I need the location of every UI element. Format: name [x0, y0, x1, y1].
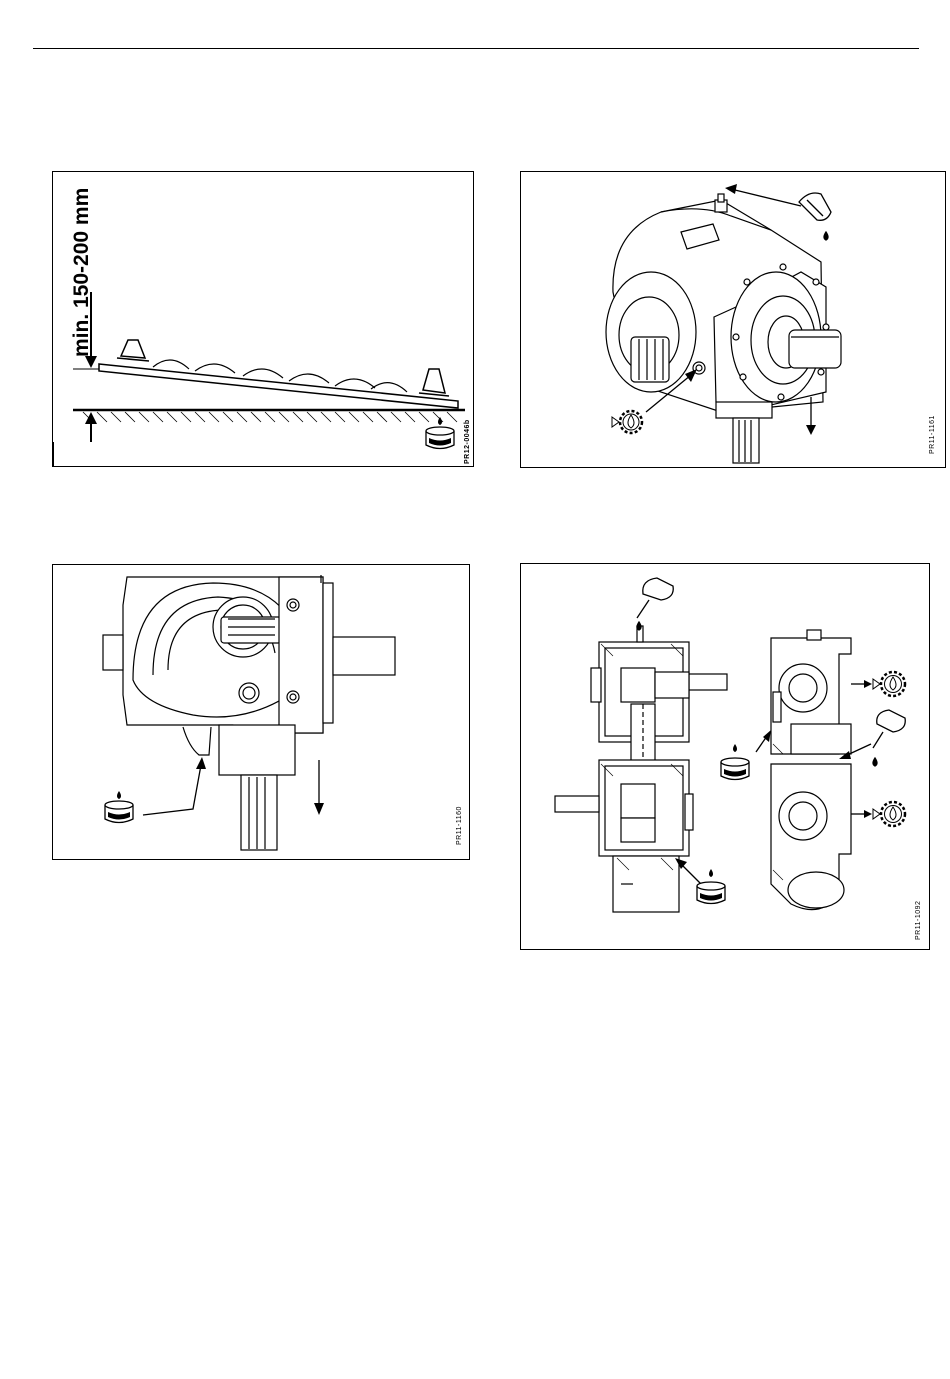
oil-level-gauge-icon	[873, 672, 905, 696]
oil-level-gauge-icon	[612, 411, 642, 433]
oil-drain-pan-icon	[697, 869, 725, 904]
figure-double-gearbox: PR11-1092	[520, 563, 930, 950]
figure-mower-height: min. 150-200 mm PR12-0046b	[52, 171, 474, 467]
header-rule	[33, 48, 919, 49]
gearbox-section-drawing	[521, 564, 930, 950]
oil-drain-pan-icon	[105, 791, 133, 823]
gearbox-front-drawing	[53, 565, 470, 860]
oil-drain-pan-icon	[721, 744, 749, 780]
oil-can-icon	[873, 710, 905, 766]
oil-drain-pan-icon	[426, 417, 454, 449]
gearbox-perspective-drawing	[521, 172, 946, 468]
mower-height-drawing	[53, 172, 474, 467]
oil-can-icon	[799, 193, 831, 240]
figure-code: PR11-1092	[915, 901, 922, 940]
figure-gearbox-drain: PR11-1160	[52, 564, 470, 860]
figure-code: PR11-1161	[929, 415, 936, 454]
figure-code: PR12-0046b	[464, 419, 471, 464]
height-dimension-label: min. 150-200 mm	[70, 188, 94, 357]
figure-code: PR11-1160	[456, 806, 463, 845]
oil-level-gauge-icon	[873, 802, 905, 826]
oil-can-icon	[637, 578, 673, 630]
figure-gearbox-fill: PR11-1161	[520, 171, 946, 468]
